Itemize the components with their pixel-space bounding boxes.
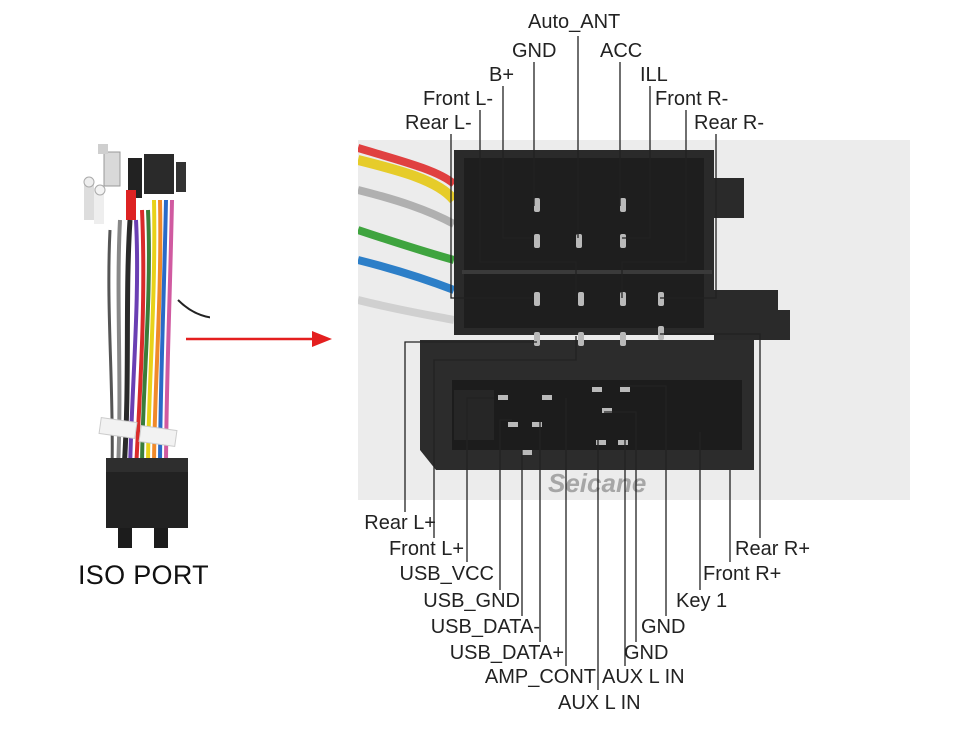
leader-front-r-minus: [621, 110, 687, 298]
pin-label-key-1: Key 1: [676, 590, 728, 612]
leader-rear-r-minus: [660, 134, 717, 299]
pin-label-front-r-minus: Front R-: [655, 88, 729, 110]
pin-label-gnd: GND: [512, 40, 557, 62]
leader-b-plus: [502, 86, 532, 239]
iso-port-title: ISO PORT: [78, 560, 209, 590]
leader-gnd-2: [620, 385, 667, 616]
pin-label-gnd-2: GND: [624, 642, 669, 664]
pin-label-auto-ant: Auto_ANT: [528, 11, 621, 33]
pin-label-gnd-1: GND: [641, 616, 686, 638]
watermark-logo: Seicane: [548, 468, 646, 498]
pin-label-b-plus: B+: [489, 64, 515, 86]
pin-label-front-r-plus: Front R+: [703, 563, 782, 585]
pin-label-rear-l-minus: Rear L-: [405, 112, 472, 134]
pin-label-acc: ACC: [600, 40, 643, 62]
leader-front-l-minus: [479, 110, 577, 298]
pin-label-front-l-plus: Front L+: [388, 538, 464, 560]
leader-rear-l-minus: [450, 134, 534, 299]
pin-label-rear-l-plus: Rear L+: [364, 512, 436, 534]
pin-label-front-l-minus: Front L-: [423, 88, 494, 110]
pin-label-usb-data-minus: USB_DATA-: [430, 616, 540, 638]
iso-connector-image: Seicane: [358, 140, 910, 500]
pin-label-rear-r-plus: Rear R+: [735, 538, 811, 560]
arrow-icon: [186, 331, 332, 347]
pin-label-usb-data-plus: USB_DATA+: [449, 642, 564, 664]
leader-rear-r-plus: [660, 333, 761, 538]
leader-usb-vcc: [466, 397, 494, 562]
leader-front-l-plus: [433, 336, 577, 538]
leader-ill: [622, 86, 651, 239]
leader-rear-l-plus: [404, 341, 537, 512]
pin-label-usb-vcc: USB_VCC: [399, 563, 494, 585]
pin-label-amp-cont: AMP_CONT: [484, 666, 596, 688]
pin-label-ill: ILL: [640, 64, 668, 86]
leader-usb-gnd: [499, 419, 512, 590]
pin-label-usb-gnd: USB_GND: [423, 590, 520, 612]
pin-label-aux-l-in-right: AUX L IN: [602, 666, 685, 688]
leader-gnd-1: [604, 411, 637, 642]
pin-label-rear-r-minus: Rear R-: [694, 112, 765, 134]
wire-harness-image: [83, 144, 210, 548]
pin-label-aux-l-in-left: AUX L IN: [558, 692, 641, 714]
